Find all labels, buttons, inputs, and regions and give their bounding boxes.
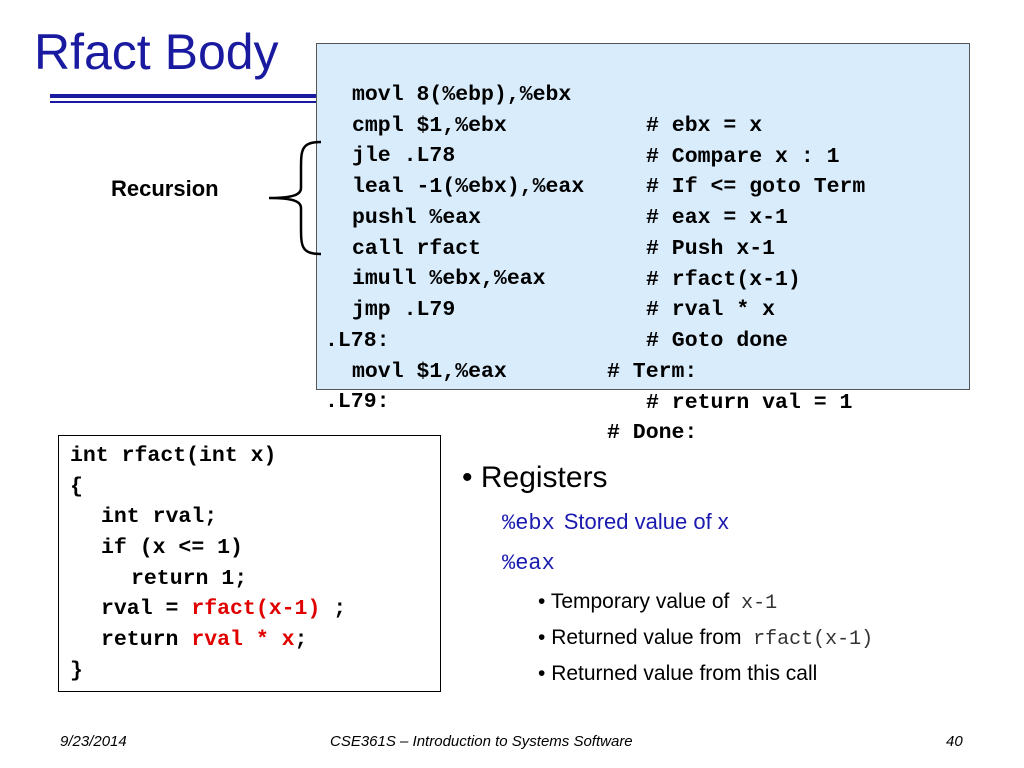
assembly-code-box: movl 8(%ebp),%ebx # ebx = x cmpl $1,%ebx…: [316, 43, 970, 445]
asm-comment: # Done:: [607, 421, 698, 445]
title-underline-thick: [50, 94, 320, 98]
c-code-line: return 1;: [131, 567, 248, 591]
recursion-label: Recursion: [111, 176, 219, 201]
asm-instruction: leal -1(%ebx),%eax: [352, 175, 585, 199]
registers-bullet: • Registers: [462, 461, 608, 494]
asm-comment: # Push x-1: [646, 237, 776, 261]
asm-instruction: pushl %eax: [352, 206, 482, 230]
asm-instruction: cmpl $1,%ebx: [352, 114, 507, 138]
slide-title: Rfact Body: [34, 24, 279, 80]
asm-comment: # Compare x : 1: [646, 145, 840, 169]
eax-sub-item: • Temporary value of x-1: [538, 590, 778, 615]
asm-label: .L79:: [325, 390, 390, 414]
asm-comment: # Goto done: [646, 329, 788, 353]
eax-sub-item-text: Returned value from: [551, 626, 742, 649]
asm-comment: # rfact(x-1): [646, 268, 801, 292]
asm-comment: # Term:: [607, 360, 698, 384]
c-code-line: int rval;: [101, 505, 218, 529]
registers-heading: Registers: [480, 461, 608, 494]
ebx-register-desc: Stored value of x: [563, 509, 729, 534]
c-code-line: }: [70, 659, 83, 683]
ebx-register-name: %ebx: [502, 511, 555, 536]
footer-date: 9/23/2014: [60, 733, 127, 750]
asm-comment: # If <= goto Term: [646, 175, 866, 199]
asm-line: pushl %eax # Push x-1: [317, 172, 775, 261]
c-code-line: rval = rfact(x-1) ;: [101, 594, 346, 625]
c-code-line: int rfact(int x): [70, 444, 277, 468]
c-code-text: return: [101, 628, 192, 652]
asm-line: call rfact # rfact(x-1): [317, 203, 801, 292]
asm-instruction: movl $1,%eax: [352, 360, 507, 384]
eax-sub-item-code: x-1: [741, 592, 778, 615]
c-code-text: rval =: [101, 597, 192, 621]
c-code-highlight: rval * x: [191, 628, 295, 652]
eax-register-name: %eax: [502, 551, 555, 576]
c-code-text: ;: [320, 597, 347, 621]
c-code-text: ;: [294, 628, 308, 652]
c-code-line: if (x <= 1): [101, 536, 243, 560]
curly-brace-icon: [268, 140, 322, 256]
eax-sub-item: • Returned value from this call: [538, 662, 818, 685]
title-underline-thin: [50, 101, 320, 103]
c-code-line: return rval * x;: [101, 625, 307, 656]
asm-line: leal -1(%ebx),%eax # eax = x-1: [317, 141, 788, 230]
asm-instruction: call rfact: [352, 237, 482, 261]
asm-instruction: jle .L78: [352, 144, 456, 168]
eax-sub-item-text: Temporary value of: [550, 590, 730, 613]
asm-line: imull %ebx,%eax # rval * x: [317, 233, 775, 322]
asm-instruction: imull %ebx,%eax: [352, 267, 546, 291]
asm-line: .L78: # Term:: [317, 295, 697, 384]
footer-page-number: 40: [946, 733, 963, 750]
asm-comment: # ebx = x: [646, 114, 763, 138]
c-code-highlight: rfact(x-1): [191, 597, 321, 621]
asm-line: jle .L78 # If <= goto Term: [317, 110, 865, 199]
asm-line: movl $1,%eax # return val = 1: [317, 326, 852, 415]
ebx-register-line: %ebx Stored value of x: [502, 506, 729, 541]
asm-line: .L79: # Done:: [317, 356, 697, 445]
asm-comment: # eax = x-1: [646, 206, 788, 230]
eax-register-line: %eax: [502, 548, 555, 581]
asm-label: .L78:: [325, 329, 390, 353]
eax-sub-item: • Returned value from rfact(x-1): [538, 626, 874, 651]
asm-comment: # rval * x: [646, 298, 776, 322]
eax-sub-item-code: rfact(x-1): [753, 628, 874, 651]
c-code-line: {: [70, 475, 83, 499]
footer-course: CSE361S – Introduction to Systems Softwa…: [330, 733, 633, 750]
asm-instruction: jmp .L79: [352, 298, 456, 322]
asm-comment: # return val = 1: [646, 391, 853, 415]
eax-sub-item-text: Returned value from this call: [551, 662, 818, 685]
c-source-box: int rfact(int x) { int rval; if (x <= 1)…: [58, 435, 441, 692]
asm-instruction: movl 8(%ebp),%ebx: [352, 83, 572, 107]
asm-line: cmpl $1,%ebx # Compare x : 1: [317, 80, 840, 169]
asm-line: movl 8(%ebp),%ebx # ebx = x: [317, 49, 762, 138]
asm-line: jmp .L79 # Goto done: [317, 264, 788, 353]
